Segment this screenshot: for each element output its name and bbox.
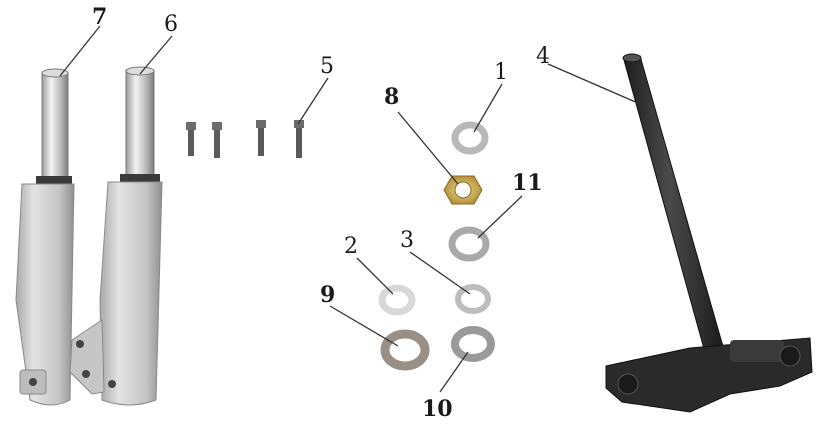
callout-10: 10 xyxy=(422,396,453,422)
callout-6: 6 xyxy=(164,12,178,37)
callout-8: 8 xyxy=(384,84,400,110)
callout-4: 4 xyxy=(536,44,550,69)
steering-stem xyxy=(605,53,813,413)
bolt-icon xyxy=(186,122,196,156)
callout-9: 9 xyxy=(320,282,336,308)
bolt-set xyxy=(186,120,304,158)
callout-2: 2 xyxy=(344,234,358,259)
washer-9 xyxy=(380,329,430,371)
callout-11: 11 xyxy=(512,170,543,196)
fork-leg-right xyxy=(69,66,163,406)
callout-5: 5 xyxy=(320,54,334,79)
bolt-icon xyxy=(256,120,266,156)
bolt-icon xyxy=(212,122,222,158)
leader-lines xyxy=(59,25,641,393)
callout-3: 3 xyxy=(400,228,414,253)
washer-10 xyxy=(451,326,495,362)
hex-nut-8 xyxy=(443,175,483,205)
washer-11 xyxy=(448,226,490,262)
washer-2 xyxy=(378,284,416,316)
callout-1: 1 xyxy=(494,60,508,85)
bolt-icon xyxy=(294,120,304,158)
callout-7: 7 xyxy=(92,4,108,30)
fork-leg-left xyxy=(15,68,75,406)
washer-3 xyxy=(455,284,491,314)
washer-1 xyxy=(451,121,489,155)
